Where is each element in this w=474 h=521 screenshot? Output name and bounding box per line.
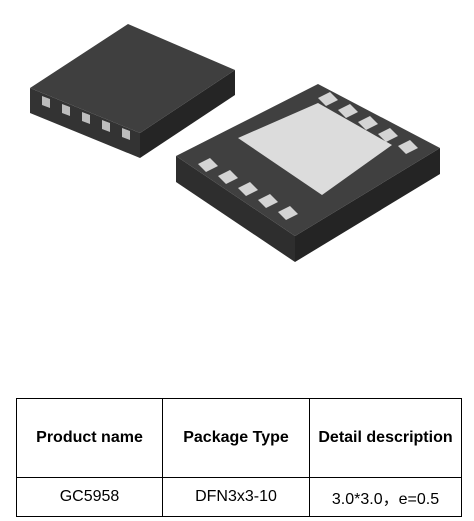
header-product-name: Product name: [16, 398, 163, 478]
table-row: GC5958 DFN3x3-10 3.0*3.0，e=0.5: [16, 477, 462, 517]
bottom-pads-back: [318, 92, 418, 154]
chip-edge-pads: [42, 96, 130, 140]
chip-bottom-view: [176, 84, 440, 262]
cell-package-type: DFN3x3-10: [162, 477, 310, 517]
dfn-package-illustration: [30, 24, 440, 262]
table-header-row: Product name Package Type Detail descrip…: [16, 398, 462, 478]
header-detail-description: Detail description: [309, 398, 462, 478]
bottom-pads-front: [198, 158, 298, 220]
spec-table: Product name Package Type Detail descrip…: [16, 398, 462, 517]
cell-detail-description: 3.0*3.0，e=0.5: [309, 477, 462, 517]
thermal-pad: [238, 103, 392, 195]
header-package-type: Package Type: [162, 398, 310, 478]
cell-product-name: GC5958: [16, 477, 163, 517]
chip-top-view: [30, 24, 235, 158]
